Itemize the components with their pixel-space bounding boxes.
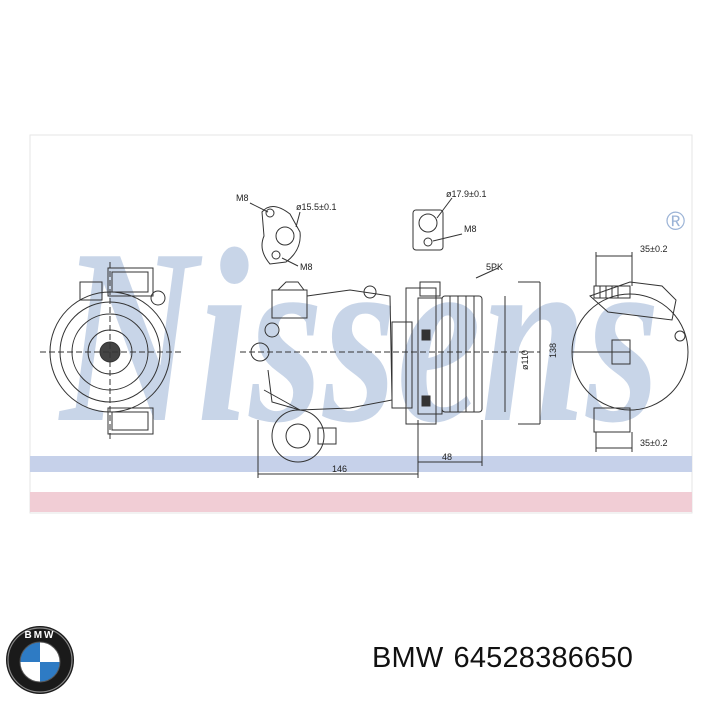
- rear-view: [571, 252, 689, 452]
- bmw-logo: BMW: [6, 626, 74, 694]
- height-dimension: 138: [548, 343, 558, 358]
- front-view: [40, 262, 182, 440]
- nissens-watermark: Nissens: [58, 198, 660, 475]
- registered-mark: ®: [666, 206, 685, 236]
- part-number: 64528386650: [453, 642, 634, 674]
- part-number-label: BMW 64528386650: [372, 642, 643, 675]
- fitting-1-thread-bottom: M8: [300, 262, 313, 272]
- right-top-dimension: 35±0.2: [640, 244, 667, 254]
- fitting-2-thread: M8: [464, 224, 477, 234]
- pink-band: [30, 492, 692, 512]
- length-body-dimension: 146: [332, 464, 347, 474]
- fitting-2-diameter: ø17.9±0.1: [446, 189, 486, 199]
- part-brand: BMW: [372, 642, 444, 674]
- right-bottom-dimension: 35±0.2: [640, 438, 667, 448]
- fitting-1: [249, 202, 301, 267]
- length-pulley-dimension: 48: [442, 452, 452, 462]
- bmw-logo-letters: BMW: [25, 630, 56, 641]
- fitting-1-thread-top: M8: [236, 193, 249, 203]
- drawing-frame: [29, 134, 693, 514]
- blue-band: [30, 456, 692, 472]
- fitting-1-diameter: ø15.5±0.1: [296, 202, 336, 212]
- side-view: [240, 267, 541, 478]
- pulley-diameter: ø110: [520, 350, 530, 370]
- fitting-2: [412, 197, 463, 251]
- belt-label: 5PK: [486, 262, 503, 272]
